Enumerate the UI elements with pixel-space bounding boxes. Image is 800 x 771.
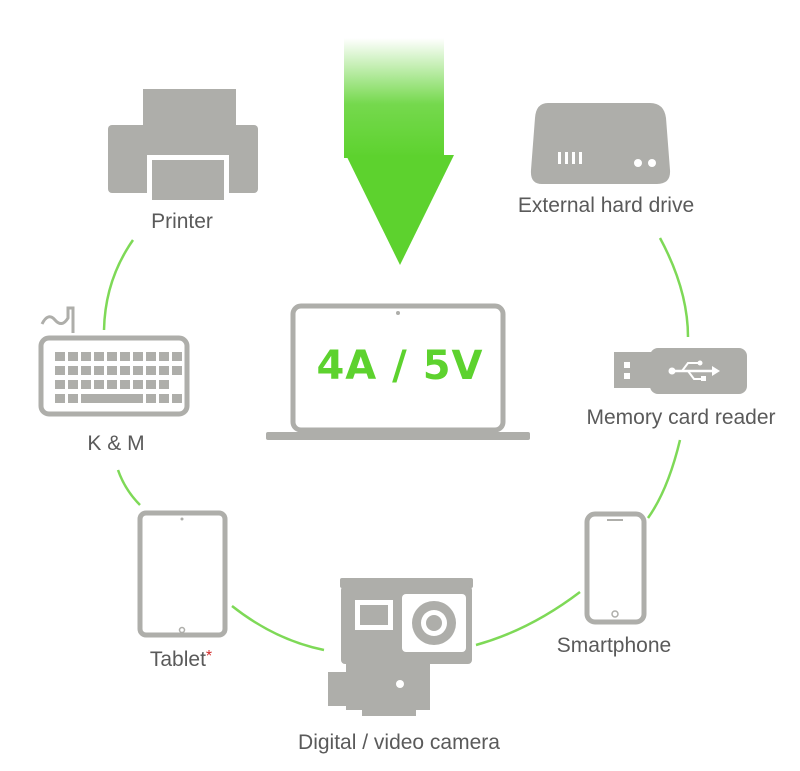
keyboard-key (81, 352, 91, 361)
keyboard-key (172, 394, 182, 403)
laptop-icon (266, 303, 530, 440)
keyboard-key (55, 366, 65, 375)
keyboard-key (133, 352, 143, 361)
tablet-label: Tablet* (150, 648, 212, 672)
keyboard-key (94, 352, 104, 361)
keyboard-key (55, 380, 65, 389)
action-camera-icon (328, 578, 473, 716)
keyboard-key (159, 366, 169, 375)
keyboard-key (81, 366, 91, 375)
keyboard-key (55, 394, 65, 403)
keyboard-key (68, 366, 78, 375)
keyboard-label: K & M (87, 432, 145, 455)
power-rating-label: 4A / 5V (316, 343, 484, 389)
down-arrow-icon (344, 38, 454, 265)
keyboard-key (172, 366, 182, 375)
keyboard-key (94, 366, 104, 375)
smartphone-label: Smartphone (556, 634, 672, 657)
keyboard-key (94, 380, 104, 389)
keyboard-key (172, 352, 182, 361)
usb-stick-icon (614, 348, 747, 394)
keyboard-key (107, 352, 117, 361)
tablet-icon (137, 510, 228, 638)
keyboard-key (159, 352, 169, 361)
keyboard-key (120, 366, 130, 375)
keyboard-spacebar (81, 394, 143, 403)
card-reader-label: Memory card reader (586, 406, 776, 429)
keyboard-key (159, 394, 169, 403)
smartphone-icon (584, 511, 647, 625)
hard-drive-icon (530, 103, 671, 184)
keyboard-key (68, 380, 78, 389)
printer-icon (108, 89, 258, 203)
keyboard-key (120, 380, 130, 389)
keyboard-key (133, 380, 143, 389)
keyboard-key (146, 352, 156, 361)
camera-label: Digital / video camera (298, 731, 500, 754)
keyboard-key (55, 352, 65, 361)
keyboard-key (68, 394, 78, 403)
keyboard-key (133, 366, 143, 375)
tablet-label-text: Tablet (149, 648, 206, 671)
keyboard-icon (38, 306, 190, 417)
keyboard-key (146, 380, 156, 389)
keyboard-key (68, 352, 78, 361)
keyboard-key (159, 380, 169, 389)
keyboard-key (120, 352, 130, 361)
hard-drive-label: External hard drive (517, 194, 695, 217)
connection-ring (102, 237, 690, 652)
keyboard-key (146, 366, 156, 375)
keyboard-key (81, 380, 91, 389)
keyboard-key (107, 380, 117, 389)
keyboard-key (146, 394, 156, 403)
printer-label: Printer (151, 210, 213, 233)
keyboard-key (107, 366, 117, 375)
tablet-asterisk: * (205, 648, 213, 665)
